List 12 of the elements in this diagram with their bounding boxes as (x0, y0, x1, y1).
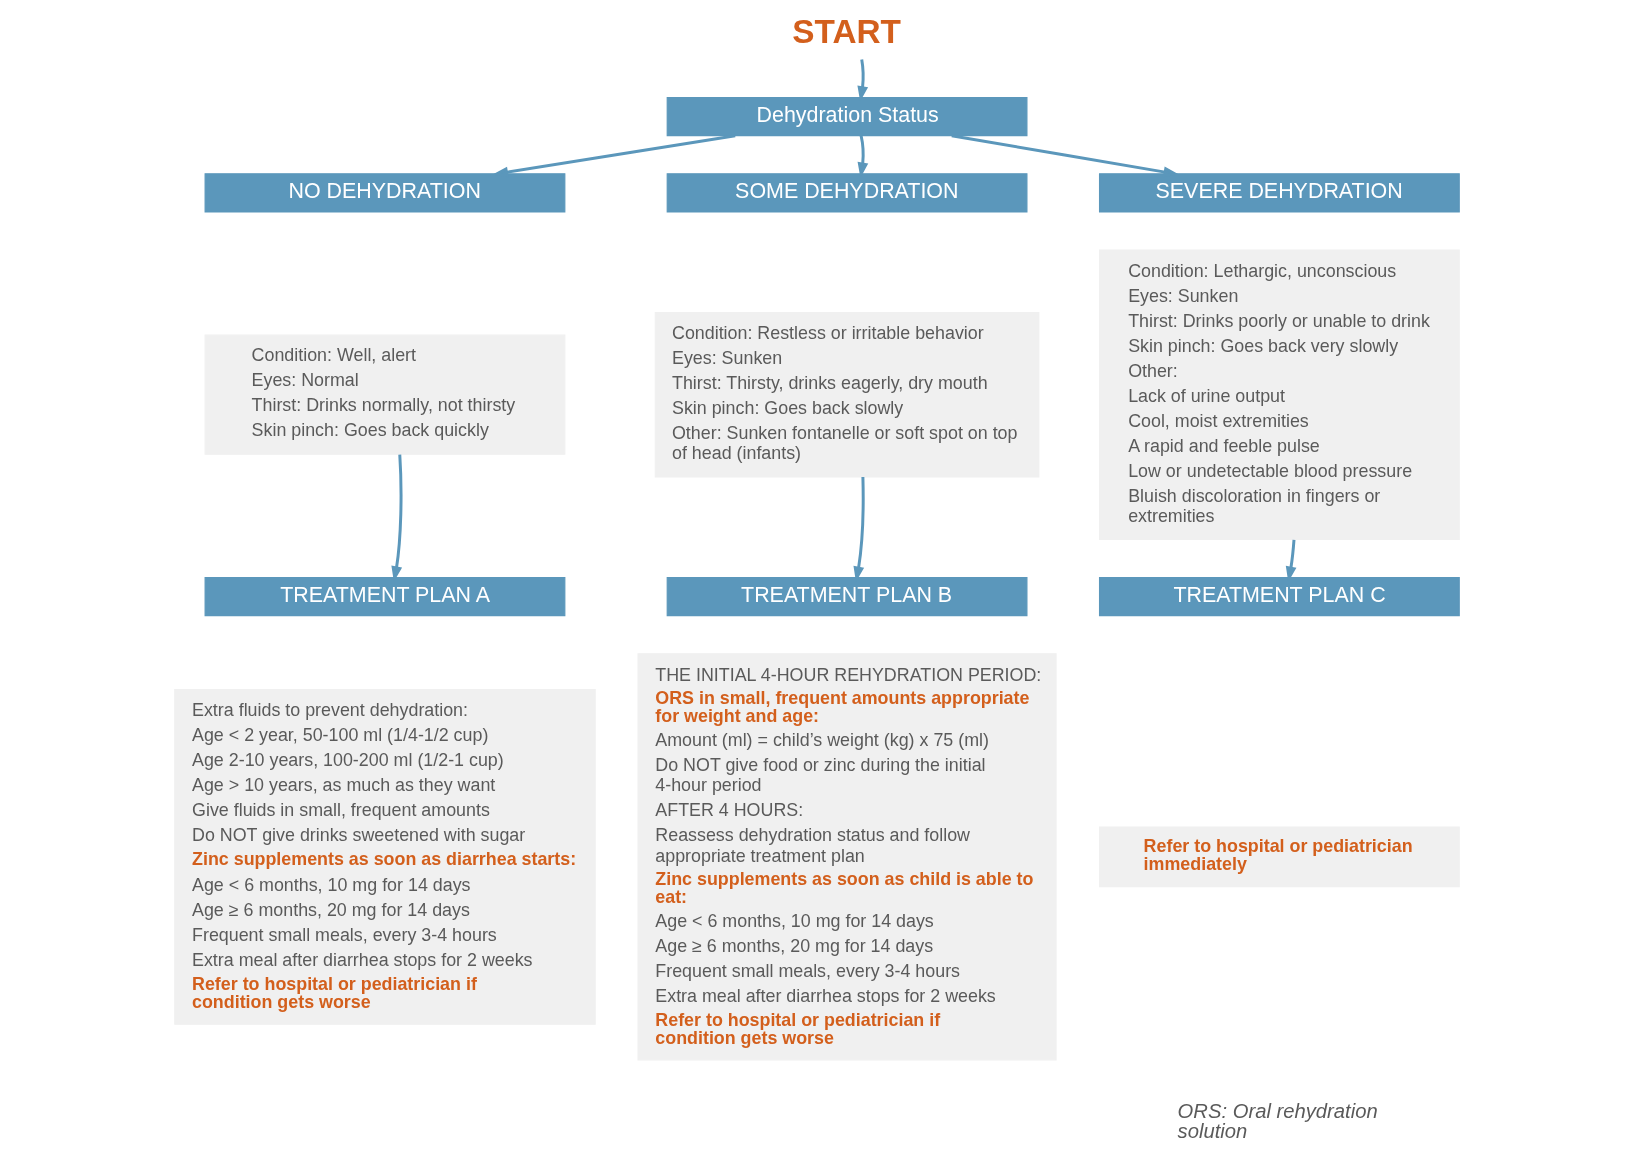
node-box: TREATMENT PLAN C (1098, 576, 1460, 617)
node-box: NO DEHYDRATION (204, 173, 565, 213)
node-box: TREATMENT PLAN B (666, 576, 1027, 617)
node-box: SEVERE DEHYDRATION (1098, 173, 1460, 213)
node-box: TREATMENT PLAN A (204, 576, 565, 617)
node-box: Dehydration Status (666, 96, 1027, 137)
node-box: Condition: Well, alert Eyes: Normal Thirst: Drinks normally, not thirsty Skin pinch: Goes back quickly (204, 334, 565, 455)
node-box: SOME DEHYDRATION (666, 173, 1027, 213)
node-box: Condition: Lethargic, unconscious Eyes: Sunken Thirst: Drinks poorly or unable to drink Skin pinch: Goes back very slowly Other: Lack of urine output Cool, moist extremities A rapid and feeble pulse Low or undetectable blood pressure Bluish discoloration in fingers or extremities (1098, 249, 1460, 540)
node-box: Condition: Restless or irritable behavior Eyes: Sunken Thirst: Thirsty, drinks eagerly, dry mouth Skin pinch: Goes back slowly Other: Sunken fontanelle or soft spot on top of head (infants) (654, 311, 1039, 478)
label: ORS: Oral rehydration solution (1177, 1099, 1378, 1142)
node-text: START (791, 13, 901, 51)
